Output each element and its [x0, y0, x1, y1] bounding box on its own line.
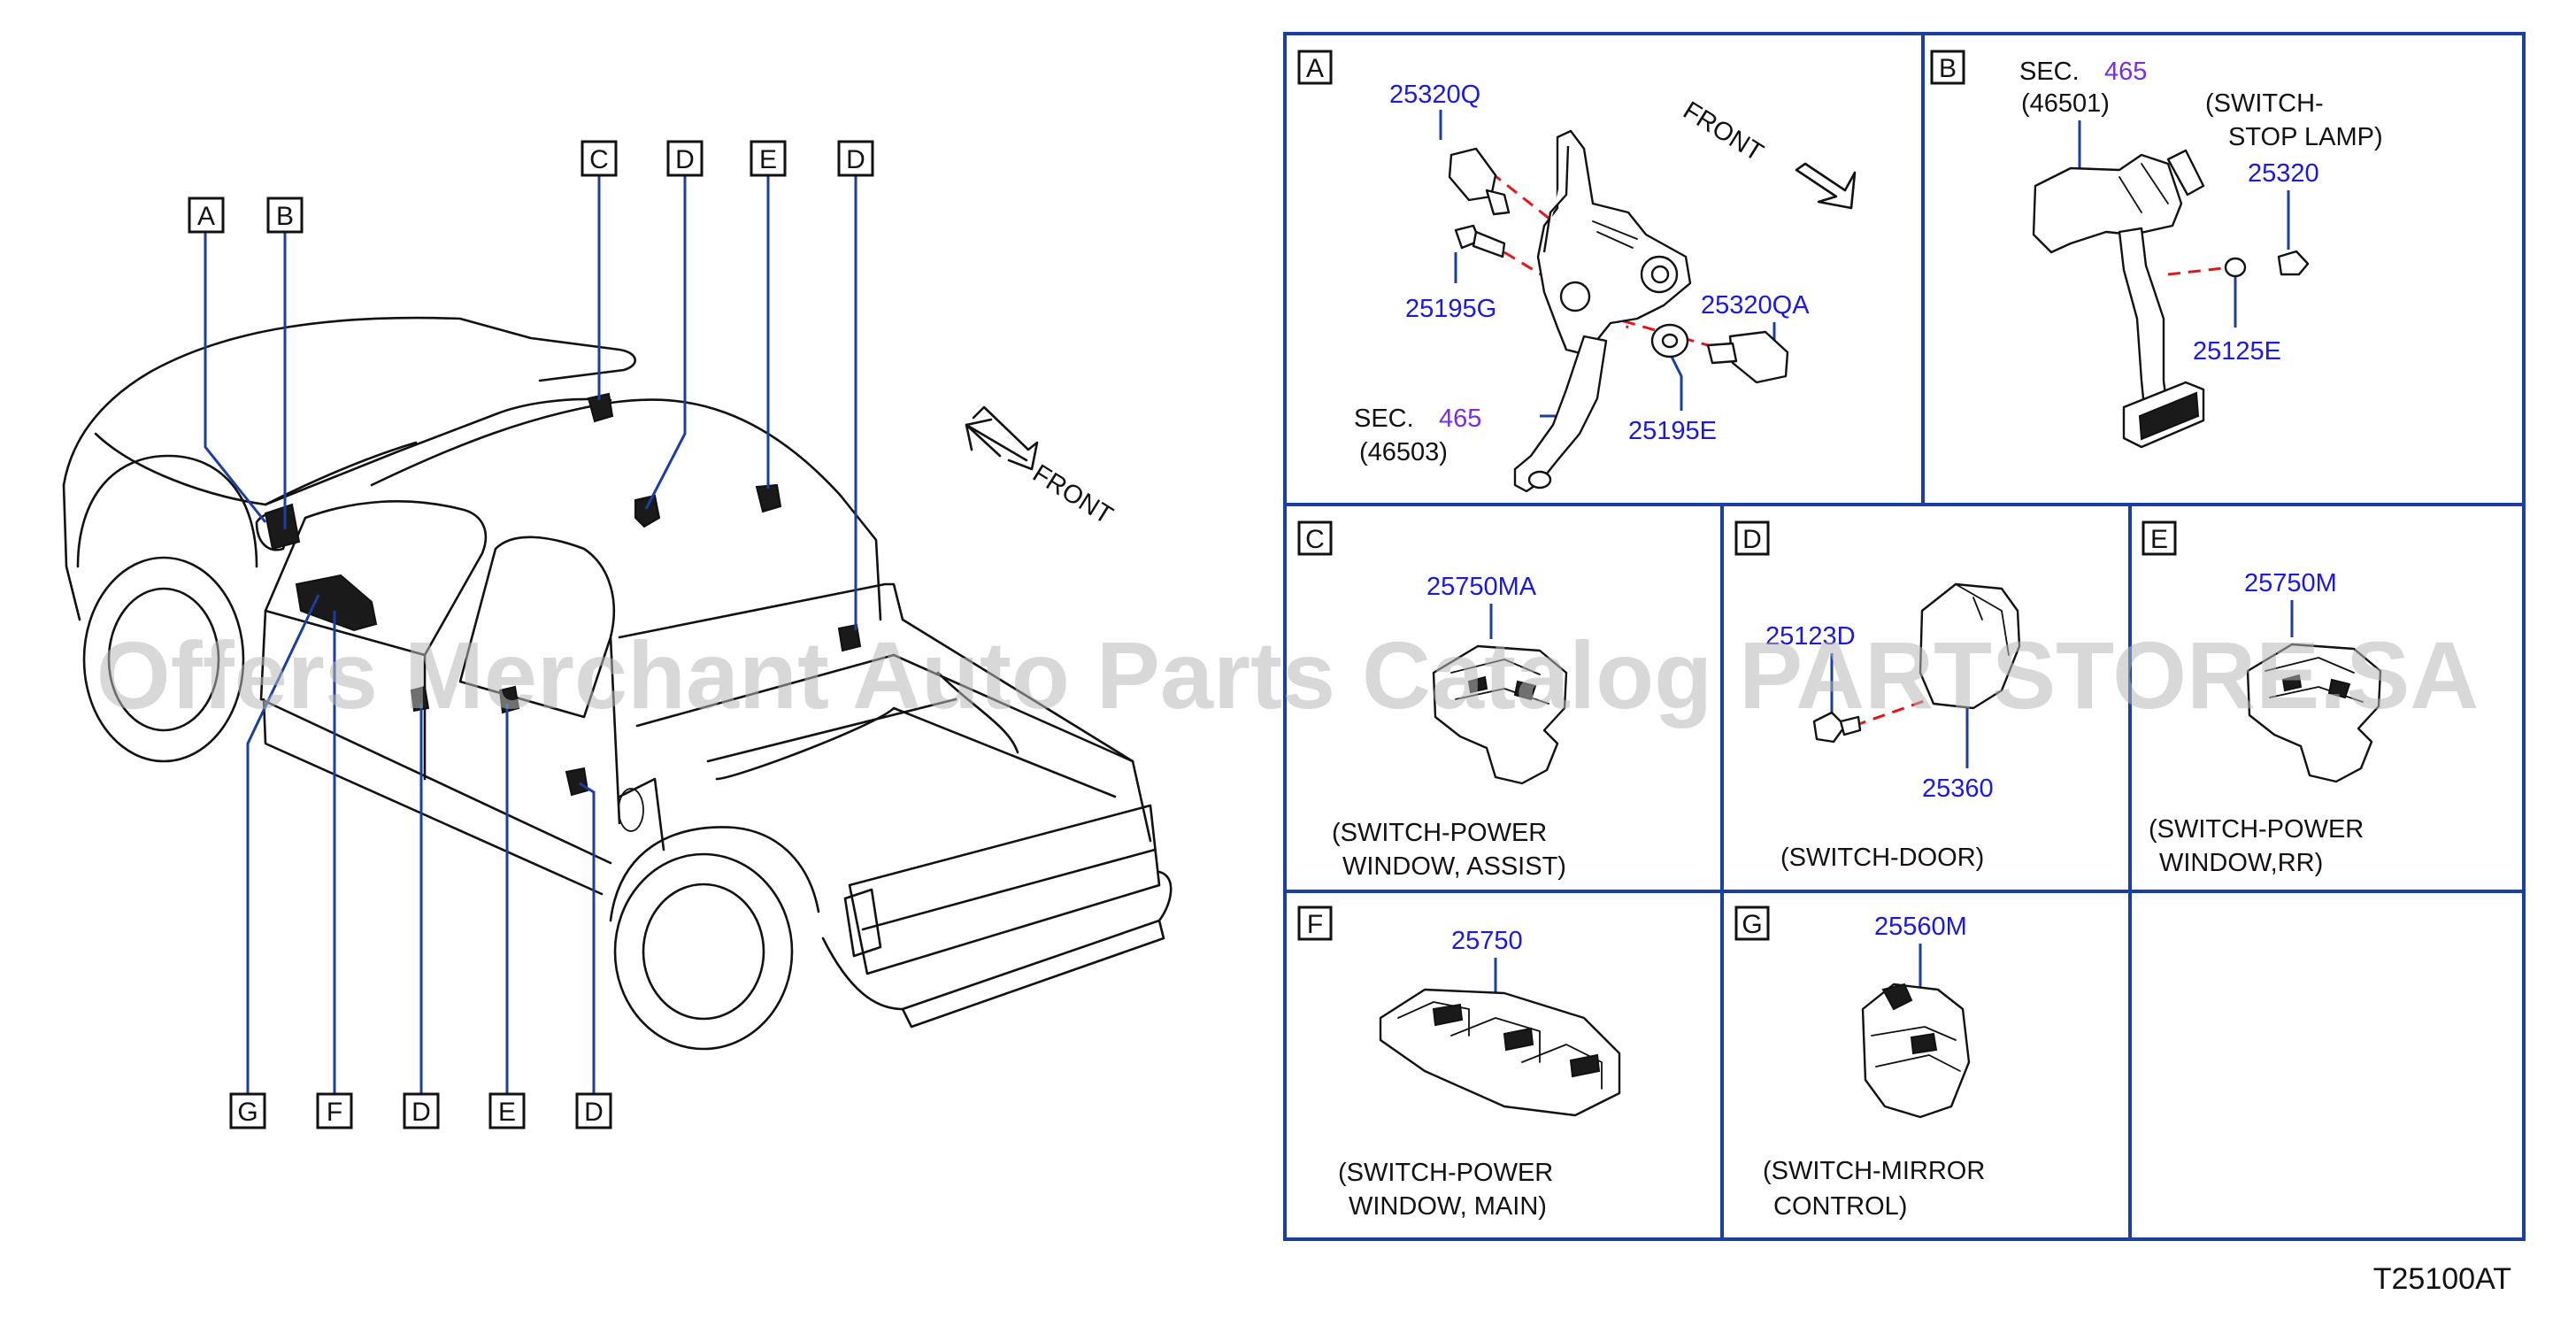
panel-letter: C — [1305, 525, 1325, 554]
part-number: 25320 — [2248, 159, 2319, 188]
vehicle-callouts-top: A B C D E D — [188, 140, 874, 234]
callout-label: D — [584, 1098, 604, 1127]
section-prefix: SEC. — [2019, 58, 2080, 86]
vehicle-callouts-bottom: G F D E D — [229, 1092, 612, 1129]
panel-d: D 25123D 25360 (SWITCH-DOOR) — [1734, 520, 2021, 872]
panel-g: G 25560M (SWITCH-MIRROR CONTROL) — [1734, 906, 1985, 1221]
callout-label: G — [237, 1098, 258, 1127]
description: (SWITCH-POWER — [2149, 815, 2364, 844]
description: WINDOW,RR) — [2159, 849, 2323, 877]
panel-a: A 25320Q 25195G 25320QA 25195E SEC. 465 … — [1297, 50, 1857, 493]
description: STOP LAMP) — [2228, 123, 2383, 151]
description: (SWITCH-DOOR) — [1780, 844, 1984, 872]
section-number: 465 — [2104, 58, 2147, 86]
callout-label: D — [846, 145, 865, 174]
vehicle-switch-locations — [264, 392, 862, 797]
callout-box — [666, 140, 704, 177]
section-prefix: SEC. — [1354, 405, 1414, 433]
panel-f: F 25750 (SWITCH-POWER WINDOW, MAIN) — [1297, 906, 1621, 1221]
front-label: FRONT — [1678, 96, 1768, 167]
power-window-switch — [1432, 644, 1568, 785]
description: WINDOW, ASSIST) — [1342, 852, 1566, 881]
callout-label: A — [197, 202, 215, 231]
panel-letter: F — [1307, 910, 1323, 939]
callout-label: D — [411, 1098, 431, 1127]
diagram-code: T25100AT — [2373, 1262, 2511, 1296]
description: CONTROL) — [1773, 1192, 1907, 1221]
callout-box — [188, 197, 225, 234]
panel-letter: D — [1742, 525, 1762, 554]
pedal-arm — [1513, 335, 1608, 493]
description: (SWITCH-MIRROR — [1763, 1157, 1985, 1185]
section-number: 465 — [1439, 405, 1481, 433]
callout-box — [488, 1092, 526, 1129]
description: WINDOW, MAIN) — [1349, 1192, 1547, 1221]
pedal-bracket — [2032, 153, 2183, 254]
callout-label: B — [276, 202, 294, 231]
section-ref: (46503) — [1359, 438, 1448, 466]
panel-c: C 25750MA (SWITCH-POWER WINDOW, ASSIST) — [1297, 520, 1568, 881]
callout-box — [837, 140, 874, 177]
part-number: 25195E — [1628, 417, 1717, 445]
panel-b: B SEC. 465 (46501) (SWITCH- STOP LAMP) 2… — [1930, 50, 2383, 449]
section-ref: (46501) — [2021, 89, 2110, 118]
part-number: 25750 — [1451, 927, 1523, 955]
part-number: 25320Q — [1389, 81, 1480, 109]
callout-label: D — [675, 145, 695, 174]
front-label: FRONT — [1027, 459, 1118, 530]
part-number: 25123D — [1765, 622, 1856, 651]
callout-label: F — [327, 1098, 342, 1127]
panel-letter: A — [1306, 54, 1324, 83]
pedal-bracket — [1536, 129, 1692, 356]
callout-box — [229, 1092, 266, 1129]
panel-e: E 25750M (SWITCH-POWER WINDOW,RR) — [2142, 520, 2382, 877]
callout-box — [581, 140, 618, 177]
part-number: 25750MA — [1426, 573, 1537, 601]
description: (SWITCH-POWER — [1332, 819, 1547, 847]
part-number: 25560M — [1874, 913, 1967, 941]
callout-box — [403, 1092, 440, 1129]
callout-box — [316, 1092, 353, 1129]
watermark: Offers Merchant Auto Parts Catalog PARTS… — [96, 621, 2479, 728]
callout-box — [266, 197, 304, 234]
callout-label: E — [759, 145, 777, 174]
part-number: 25195G — [1405, 295, 1496, 323]
panel-letter: B — [1939, 54, 1957, 83]
panel-letter: G — [1742, 910, 1762, 939]
front-arrow-icon — [1795, 162, 1857, 210]
panel-grid — [1283, 32, 2526, 1241]
panel-letter: E — [2150, 525, 2168, 554]
part-number: 25750M — [2244, 569, 2337, 597]
door-switch-bolt — [1812, 711, 1847, 744]
part-number: 25320QA — [1701, 291, 1810, 320]
callout-box — [575, 1092, 612, 1129]
description: (SWITCH- — [2205, 89, 2324, 118]
vehicle-front-indicator: FRONT — [965, 405, 1118, 530]
door-switch — [1919, 582, 2021, 710]
callout-label: C — [589, 145, 609, 174]
stop-lamp-switch — [2277, 250, 2310, 276]
part-number: 25125E — [2193, 337, 2281, 366]
vehicle-leaders — [204, 175, 857, 1094]
callout-label: E — [498, 1098, 516, 1127]
power-window-switch — [2246, 643, 2382, 783]
callout-box — [750, 140, 787, 177]
description: (SWITCH-POWER — [1338, 1159, 1553, 1187]
part-number: 25360 — [1922, 775, 1994, 803]
switch-25320qa — [1728, 330, 1789, 384]
